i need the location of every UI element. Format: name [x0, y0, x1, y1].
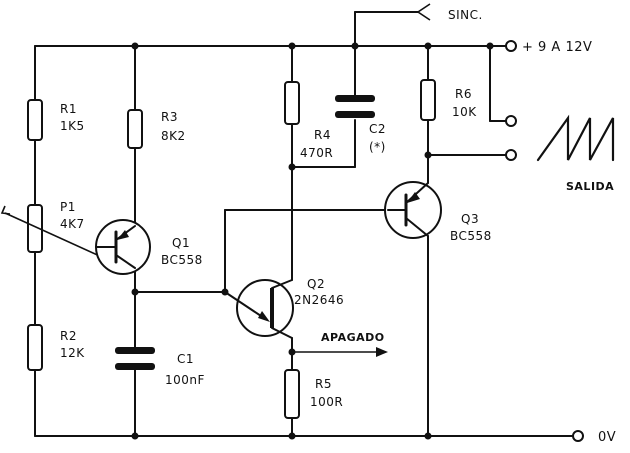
shutdown-arrow [292, 347, 388, 357]
r1-name: R1 [60, 102, 77, 116]
q3-name: Q3 [461, 212, 479, 226]
q1-transistor [95, 219, 151, 275]
c2-name: C2 [369, 122, 386, 136]
supply-select-wire [489, 45, 507, 122]
q2-type: 2N2646 [294, 293, 344, 307]
q1-type: BC558 [161, 253, 203, 267]
c2-wire [291, 3, 431, 168]
shutdown-label: APAGADO [321, 331, 385, 344]
supply-terminal [505, 40, 517, 52]
c1-capacitor [115, 347, 155, 370]
r2-name: R2 [60, 329, 77, 343]
q3-base-wire [224, 209, 389, 293]
jumper-terminal [505, 115, 517, 127]
r3-name: R3 [161, 110, 178, 124]
supply-label: + 9 A 12V [522, 40, 592, 55]
r3-value: 8K2 [161, 129, 186, 143]
sawtooth-waveform-icon [536, 114, 615, 162]
r1-value: 1K5 [60, 119, 85, 133]
r5-name: R5 [315, 377, 332, 391]
r6-value: 10K [452, 105, 477, 119]
r3-resistor [127, 109, 143, 149]
sync-label: SINC. [448, 8, 483, 22]
p1-name: P1 [60, 200, 76, 214]
r5-value: 100R [310, 395, 343, 409]
c2-value: (*) [369, 140, 386, 154]
ground-terminal [572, 430, 584, 442]
p1-value: 4K7 [60, 217, 85, 231]
p1-wiper-arrow [0, 205, 105, 259]
r5-resistor [284, 369, 300, 419]
q1-name: Q1 [172, 236, 190, 250]
c1-value: 100nF [165, 373, 205, 387]
c2-capacitor [335, 95, 375, 118]
r4-resistor [284, 81, 300, 125]
q3-transistor [384, 181, 442, 239]
ground-label: 0V [598, 430, 616, 445]
output-terminal [505, 149, 517, 161]
p1-potentiometer [27, 204, 43, 253]
r1-resistor [27, 99, 43, 141]
q3-type: BC558 [450, 229, 492, 243]
q2-ujt [224, 279, 294, 339]
r2-resistor [27, 324, 43, 371]
c1-name: C1 [177, 352, 194, 366]
r4-value: 470R [300, 146, 333, 160]
r4-name: R4 [314, 128, 331, 142]
output-label: SALIDA [566, 180, 614, 193]
junction-dots [131, 42, 494, 440]
r6-name: R6 [455, 87, 472, 101]
q2-name: Q2 [307, 277, 325, 291]
r6-resistor [420, 79, 436, 121]
r2-value: 12K [60, 346, 85, 360]
